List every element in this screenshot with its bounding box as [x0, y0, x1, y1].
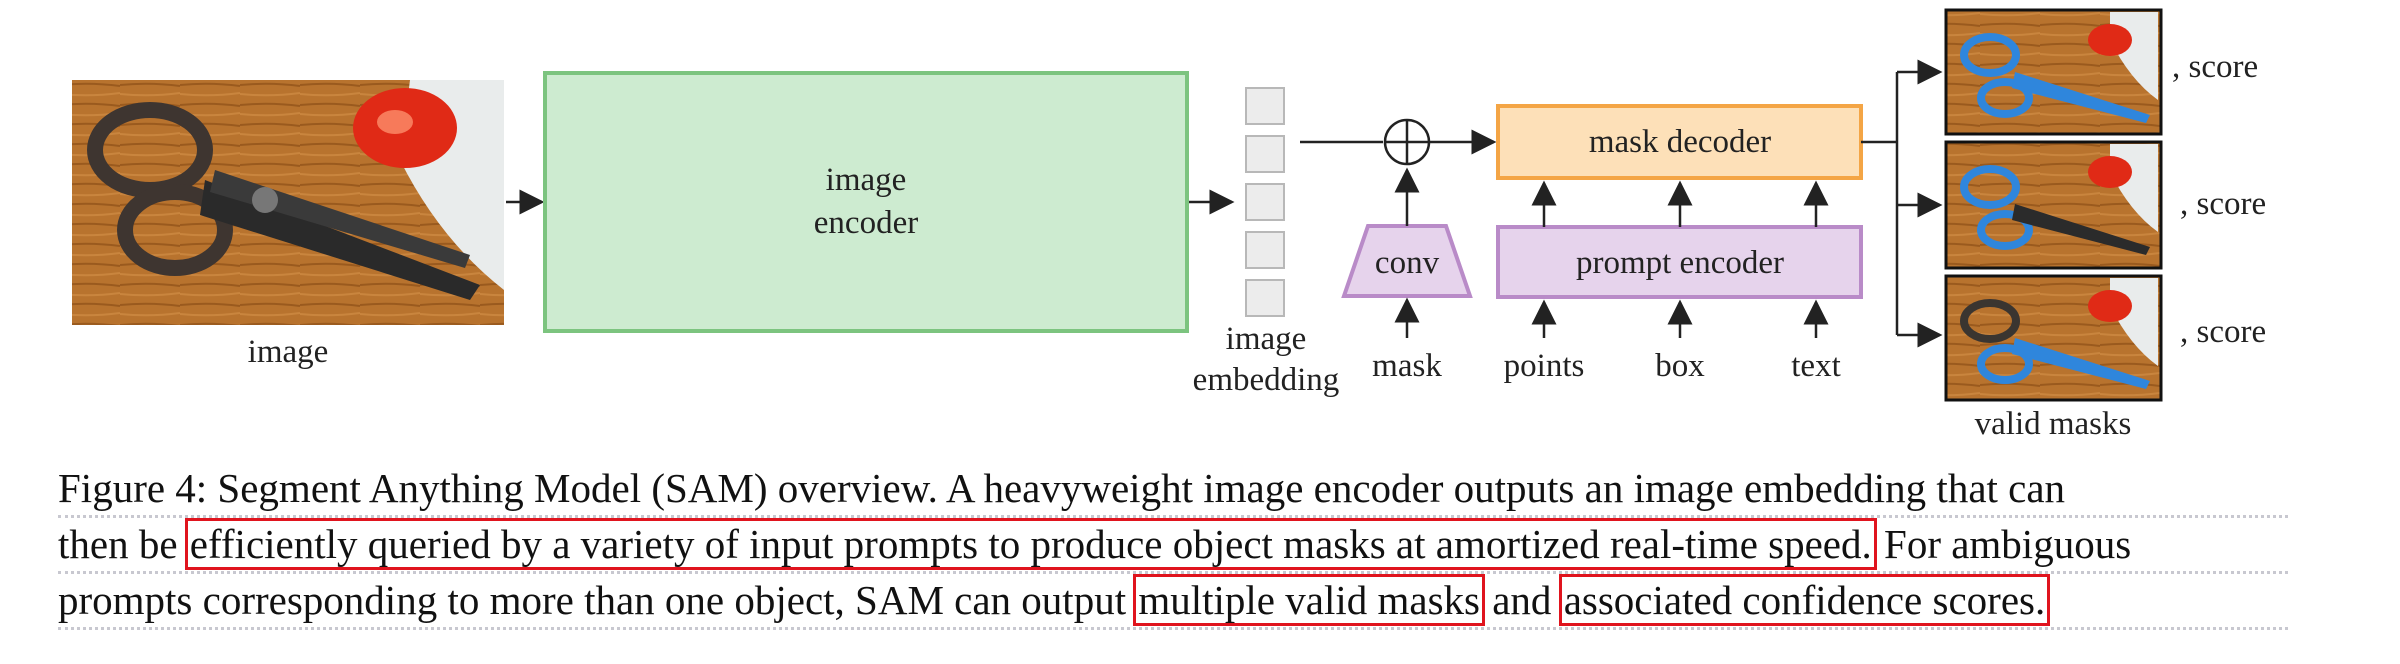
image-label: image — [248, 334, 329, 370]
output-mask-1 — [1944, 8, 2163, 136]
highlight-confidence-scores: associated confidence scores. — [1558, 574, 2051, 626]
output-mask-2 — [1944, 140, 2163, 270]
mask-decoder-label: mask decoder — [1589, 124, 1771, 160]
caption-line-2-pre: then be — [58, 521, 188, 567]
input-photo — [72, 80, 504, 325]
prompt-encoder-label: prompt encoder — [1576, 245, 1784, 281]
caption-line-1: Figure 4: Segment Anything Model (SAM) o… — [58, 462, 2288, 518]
mask-input-label: mask — [1372, 348, 1442, 384]
points-label: points — [1504, 348, 1585, 384]
caption-line-1-text: Figure 4: Segment Anything Model (SAM) o… — [58, 465, 2066, 511]
caption-line-3: prompts corresponding to more than one o… — [58, 574, 2288, 630]
score-label-3: , score — [2180, 314, 2266, 350]
figure-caption: Figure 4: Segment Anything Model (SAM) o… — [58, 462, 2288, 630]
image-encoder-box — [543, 71, 1189, 333]
text-label: text — [1791, 348, 1840, 384]
highlight-efficient-queries: efficiently queried by a variety of inpu… — [184, 518, 1877, 570]
image-embedding-stack — [1245, 87, 1285, 317]
image-encoder-label-1: image — [826, 162, 907, 198]
score-label-1: , score — [2172, 49, 2258, 85]
caption-line-2: then be efficiently queried by a variety… — [58, 518, 2288, 574]
box-label: box — [1655, 348, 1705, 384]
highlight-multiple-valid-masks: multiple valid masks — [1133, 574, 1485, 626]
image-embedding-label-1: image — [1226, 321, 1307, 357]
caption-line-2-post: For ambiguous — [1873, 521, 2132, 567]
caption-line-3-mid: and — [1481, 577, 1562, 623]
image-encoder-label-2: encoder — [814, 205, 918, 241]
score-label-2: , score — [2180, 186, 2266, 222]
sam-overview-diagram: image image encoder image embedding conv… — [72, 8, 2266, 442]
conv-label: conv — [1375, 245, 1440, 281]
prompt-encoder-box — [1496, 225, 1863, 299]
image-embedding-label-2: embedding — [1193, 362, 1340, 398]
output-mask-3 — [1944, 274, 2163, 402]
add-operator — [1383, 118, 1431, 166]
valid-masks-label: valid masks — [1975, 406, 2132, 442]
caption-line-3-pre: prompts corresponding to more than one o… — [58, 577, 1127, 623]
conv-block — [1341, 224, 1473, 298]
